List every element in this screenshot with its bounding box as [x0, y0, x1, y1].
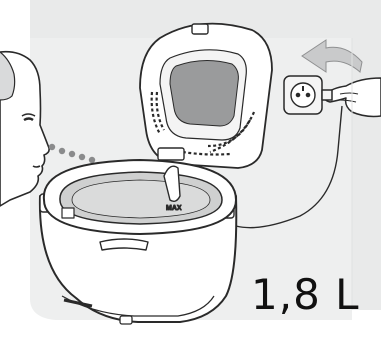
capacity-label: 1,8 L	[251, 272, 360, 318]
max-mark: MAX	[166, 205, 182, 212]
wall-socket-icon	[284, 76, 322, 114]
open-lid-icon	[140, 24, 272, 168]
fryer-appliance-icon: MAX	[40, 160, 236, 324]
